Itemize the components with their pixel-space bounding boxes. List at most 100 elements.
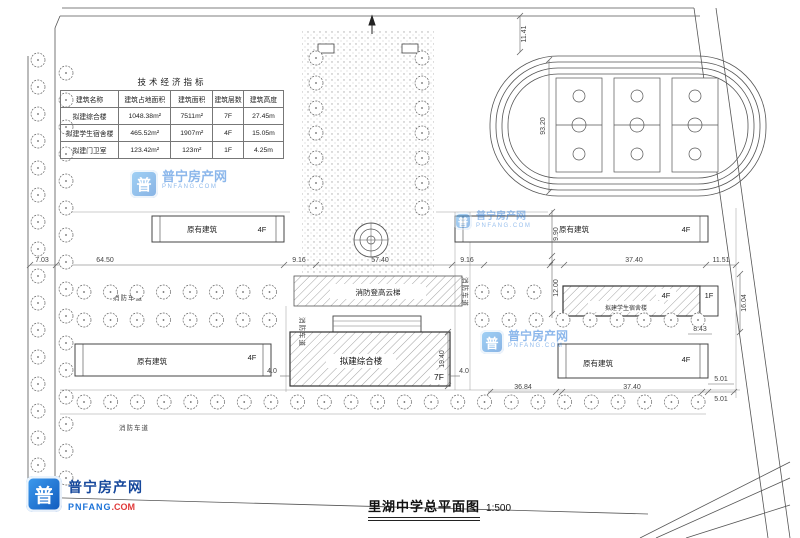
tree-icon [103,284,118,300]
building-floors: 4F [248,353,257,362]
table-header-row: 建筑名称 建筑占地面积 建筑面积 建筑层数 建筑高度 [59,90,285,108]
indicator-table: 技术经济指标 建筑名称 建筑占地面积 建筑面积 建筑层数 建筑高度 拟建综合楼 … [59,76,285,159]
tree-icon [370,394,386,410]
tree-icon [690,394,706,410]
tree-icon [526,284,542,300]
tree-icon [316,394,332,410]
dim-label: 9.16 [460,257,474,264]
tree-icon [414,125,430,141]
tree-icon [308,75,324,91]
tree-icon [30,457,46,473]
tree-icon [30,214,46,230]
tree-icon [30,133,46,149]
indicator-table-title: 技术经济指标 [137,77,207,87]
tree-icon [308,150,324,166]
tree-icon [58,443,74,459]
tree-icon [414,100,430,116]
tree-icon [182,284,198,300]
cell-footprint: 1048.38m² [118,107,172,125]
dim-label: 93.20 [540,117,547,135]
tree-icon [582,312,598,328]
tree-icon [58,65,74,81]
tree-icon [555,312,571,328]
tree-icon [528,312,544,328]
column-header: 建筑高度 [242,90,285,108]
building-label: 拟建综合楼 [340,356,383,366]
cell-height: 4.25m [242,141,285,159]
tree-icon [636,312,652,328]
dim-label: 37.40 [623,384,641,391]
tree-icon [183,394,199,410]
tree-icon [690,312,706,328]
existing-building-topleft [151,215,285,243]
building-label: 原有建筑 [137,356,167,366]
cell-floors: 7F [212,107,244,125]
tree-icon [663,312,679,328]
tree-icon [308,125,324,141]
basketball-court [555,77,603,173]
existing-building-bottomleft [74,343,272,377]
tree-icon [103,394,119,410]
cell-building-name: 拟建综合楼 [59,107,120,125]
tree-icon [503,394,519,410]
tree-icon [58,362,74,378]
dim-label: 11.51 [713,257,730,264]
dim-label: 64.50 [96,257,114,264]
tree-icon [637,394,653,410]
building-floors: 4F [682,355,691,364]
tree-icon [209,312,224,328]
tree-icon [235,284,251,300]
tree-icon [474,312,490,328]
building-floors: 4F [682,225,691,234]
tree-icon [557,394,572,410]
tree-icon [343,394,359,410]
tree-icon [610,394,626,410]
brand-name: 普宁房产网 [68,479,143,495]
gate-posts [317,43,419,54]
tree-icon [30,79,46,95]
tree-icon [58,281,74,297]
cell-building-name: 拟建学生宿舍楼 [59,124,120,142]
tree-icon [450,394,466,410]
dim-label: 9.16 [292,257,306,264]
fire-lane-label: 消防车道 [298,317,307,347]
existing-building-bottomright [557,343,709,379]
tree-icon [58,200,74,216]
tree-icon [30,187,46,203]
dim-label: 11.41 [521,25,528,42]
dim-label: 4.0 [267,368,277,375]
tree-icon [130,394,145,410]
tree-icon [30,52,46,68]
tree-icon [210,394,225,410]
cell-area: 123m² [170,141,214,159]
fire-lane-label: 消防车道 [461,277,470,307]
brand-logo-icon: 普 [26,476,62,512]
table-row: 拟建门卫室 123.42m² 123m² 1F 4.25m [59,141,285,159]
tree-icon [262,312,277,328]
cell-building-name: 拟建门卫室 [59,141,120,159]
column-header: 建筑面积 [170,90,214,108]
tree-icon [308,175,324,191]
tree-icon [477,394,492,410]
tree-icon [414,200,430,216]
tree-icon [76,312,92,328]
dim-label: 57.40 [371,257,389,264]
running-track [489,55,767,197]
tree-icon [30,376,46,392]
tree-icon [58,416,74,432]
tree-icon [58,308,74,324]
dimension-lines [26,12,744,396]
tree-icon [30,295,46,311]
tree-icon [30,349,46,365]
tree-icon [609,312,625,328]
dim-label: 16.04 [741,294,748,312]
tree-icon [397,394,412,410]
fire-ladder-label: 消防登高云梯 [356,287,401,297]
tree-icon [30,322,46,338]
dim-label: 9.90 [553,227,560,241]
site-logo: 普 普宁房产网 PNFANG.COM [26,476,143,515]
table-row: 拟建综合楼 1048.38m² 7511m² 7F 27.45m [59,107,285,125]
tree-icon [308,50,324,66]
